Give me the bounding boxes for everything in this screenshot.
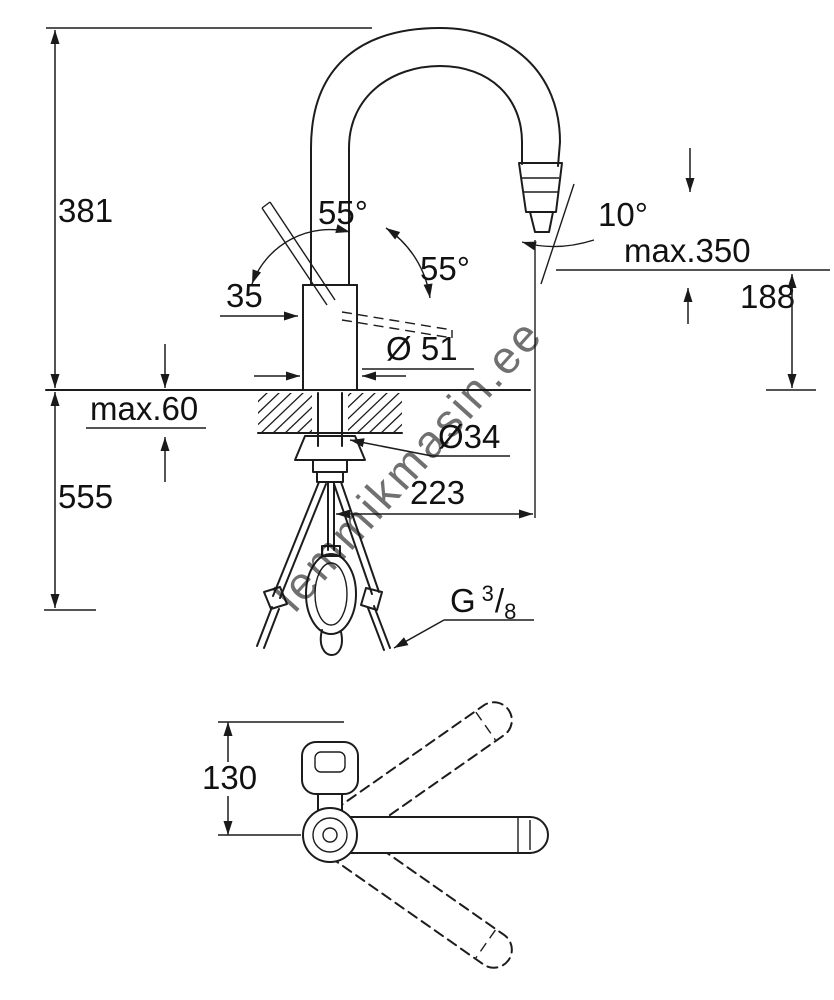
swivel-arc-left: [251, 224, 351, 285]
dim-angle-left-label: 55°: [318, 194, 368, 231]
plan-handle: [301, 741, 359, 813]
dim-max350-label: max.350: [624, 232, 751, 269]
faucet-front-view: [251, 27, 563, 391]
hose-manifold: [316, 471, 344, 483]
dim-223-label: 223: [410, 474, 465, 511]
lever-handle-rotated: [341, 311, 453, 339]
supply-hose-right: [333, 481, 391, 651]
dim-angle-right-label: 55°: [420, 250, 470, 287]
mounting-shank: [317, 392, 343, 447]
dim-10deg-label: 10°: [598, 196, 648, 233]
dim-34-label: Ø34: [438, 418, 500, 455]
dim-35-label: 35: [226, 277, 263, 314]
supply-hose-left: [256, 481, 327, 649]
dim-spout-reach: 223: [336, 240, 536, 519]
spout-outer-edge: [310, 27, 561, 286]
dim-130-label: 130: [202, 759, 257, 796]
swivel-arc-right: [385, 227, 433, 299]
faucet-body: [302, 284, 358, 391]
dim-188-label: 188: [740, 278, 795, 315]
dim-shank-diameter: Ø34: [349, 418, 510, 457]
spray-head: [518, 162, 563, 233]
plan-base: [302, 807, 358, 863]
escutcheon-cone: [294, 435, 366, 461]
dim-hose-length: 555: [44, 392, 113, 611]
spray-angle-leader: [521, 239, 595, 251]
dim-555-label: 555: [58, 478, 113, 515]
underdeck-assembly: [256, 392, 391, 656]
spout-inner-edge: [348, 65, 523, 286]
dim-max60-label: max.60: [90, 390, 198, 427]
pullout-hose-weight: [305, 481, 357, 656]
dim-handle-offset: 130: [202, 721, 344, 836]
dim-deck-thickness: max.60: [86, 344, 206, 482]
right-annotations: 10° max.350 188: [521, 148, 830, 391]
dim-51-label: Ø 51: [386, 330, 458, 367]
dim-body-diameter: Ø 51: [254, 330, 474, 381]
dim-handle-width: 35: [220, 277, 298, 321]
plan-spout-solid: [329, 816, 549, 854]
dim-381-label: 381: [58, 192, 113, 229]
spray-axis-line: [540, 183, 575, 285]
dim-total-height: 381: [46, 27, 372, 388]
mounting-nut: [312, 459, 348, 473]
plan-view: 130: [202, 701, 549, 969]
